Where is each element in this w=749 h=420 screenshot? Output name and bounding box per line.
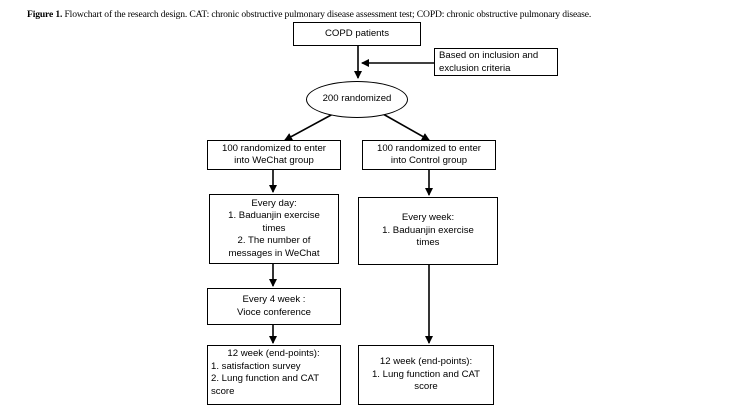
arrow-randomized-to-control — [382, 113, 430, 141]
box-line: times — [262, 222, 286, 234]
box-line: Vioce conference — [237, 306, 311, 318]
box-line: 200 randomized — [322, 93, 392, 105]
box-line: COPD patients — [325, 27, 389, 39]
box-line: score — [211, 385, 235, 397]
box-line: Every week: — [401, 212, 455, 224]
control-weekly-box: Every week: 1. Baduanjin exercise times — [358, 197, 498, 265]
box-line: exclusion criteria — [439, 62, 511, 74]
box-line: Every day: — [251, 197, 297, 209]
box-line: 1. Baduanjin exercise — [228, 210, 320, 222]
box-line: 100 randomized to enter — [222, 142, 326, 154]
caption-text: Flowchart of the research design. CAT: c… — [64, 9, 592, 20]
control-group-box: 100 randomized to enter into Control gro… — [362, 140, 496, 170]
box-line: 2. Lung function and CAT — [211, 373, 320, 384]
box-line: times — [416, 237, 440, 249]
box-line: score — [414, 381, 438, 393]
randomized-ellipse: 200 randomized — [306, 81, 408, 118]
criteria-box: Based on inclusion and exclusion criteri… — [434, 48, 558, 76]
box-line: 2. The number of — [237, 235, 311, 247]
box-line: 12 week (end-points): — [227, 348, 320, 359]
arrow-randomized-to-wechat — [284, 113, 334, 141]
box-line: 12 week (end-points): — [379, 356, 473, 368]
box-line: 1. Lung function and CAT — [371, 368, 481, 380]
copd-patients-box: COPD patients — [293, 22, 421, 46]
wechat-endpoints-box: 12 week (end-points): 1. satisfaction su… — [207, 345, 341, 405]
box-line: 1. satisfaction survey — [211, 360, 301, 372]
conference-box: Every 4 week : Vioce conference — [207, 288, 341, 325]
box-line: Every 4 week : — [242, 294, 306, 305]
figure-caption: Figure 1. Flowchart of the research desi… — [27, 9, 747, 20]
box-line: messages in WeChat — [228, 247, 320, 259]
wechat-group-box: 100 randomized to enter into WeChat grou… — [207, 140, 341, 170]
wechat-daily-box: Every day: 1. Baduanjin exercise times 2… — [209, 194, 339, 264]
box-line: 1. Baduanjin exercise — [382, 224, 474, 236]
caption-label: Figure 1. — [27, 9, 63, 20]
box-line: 100 randomized to enter — [377, 142, 481, 154]
control-endpoints-box: 12 week (end-points): 1. Lung function a… — [358, 345, 494, 405]
box-line: into WeChat group — [234, 155, 314, 166]
box-line: into Control group — [390, 155, 468, 166]
box-line: Based on inclusion and — [439, 50, 539, 61]
